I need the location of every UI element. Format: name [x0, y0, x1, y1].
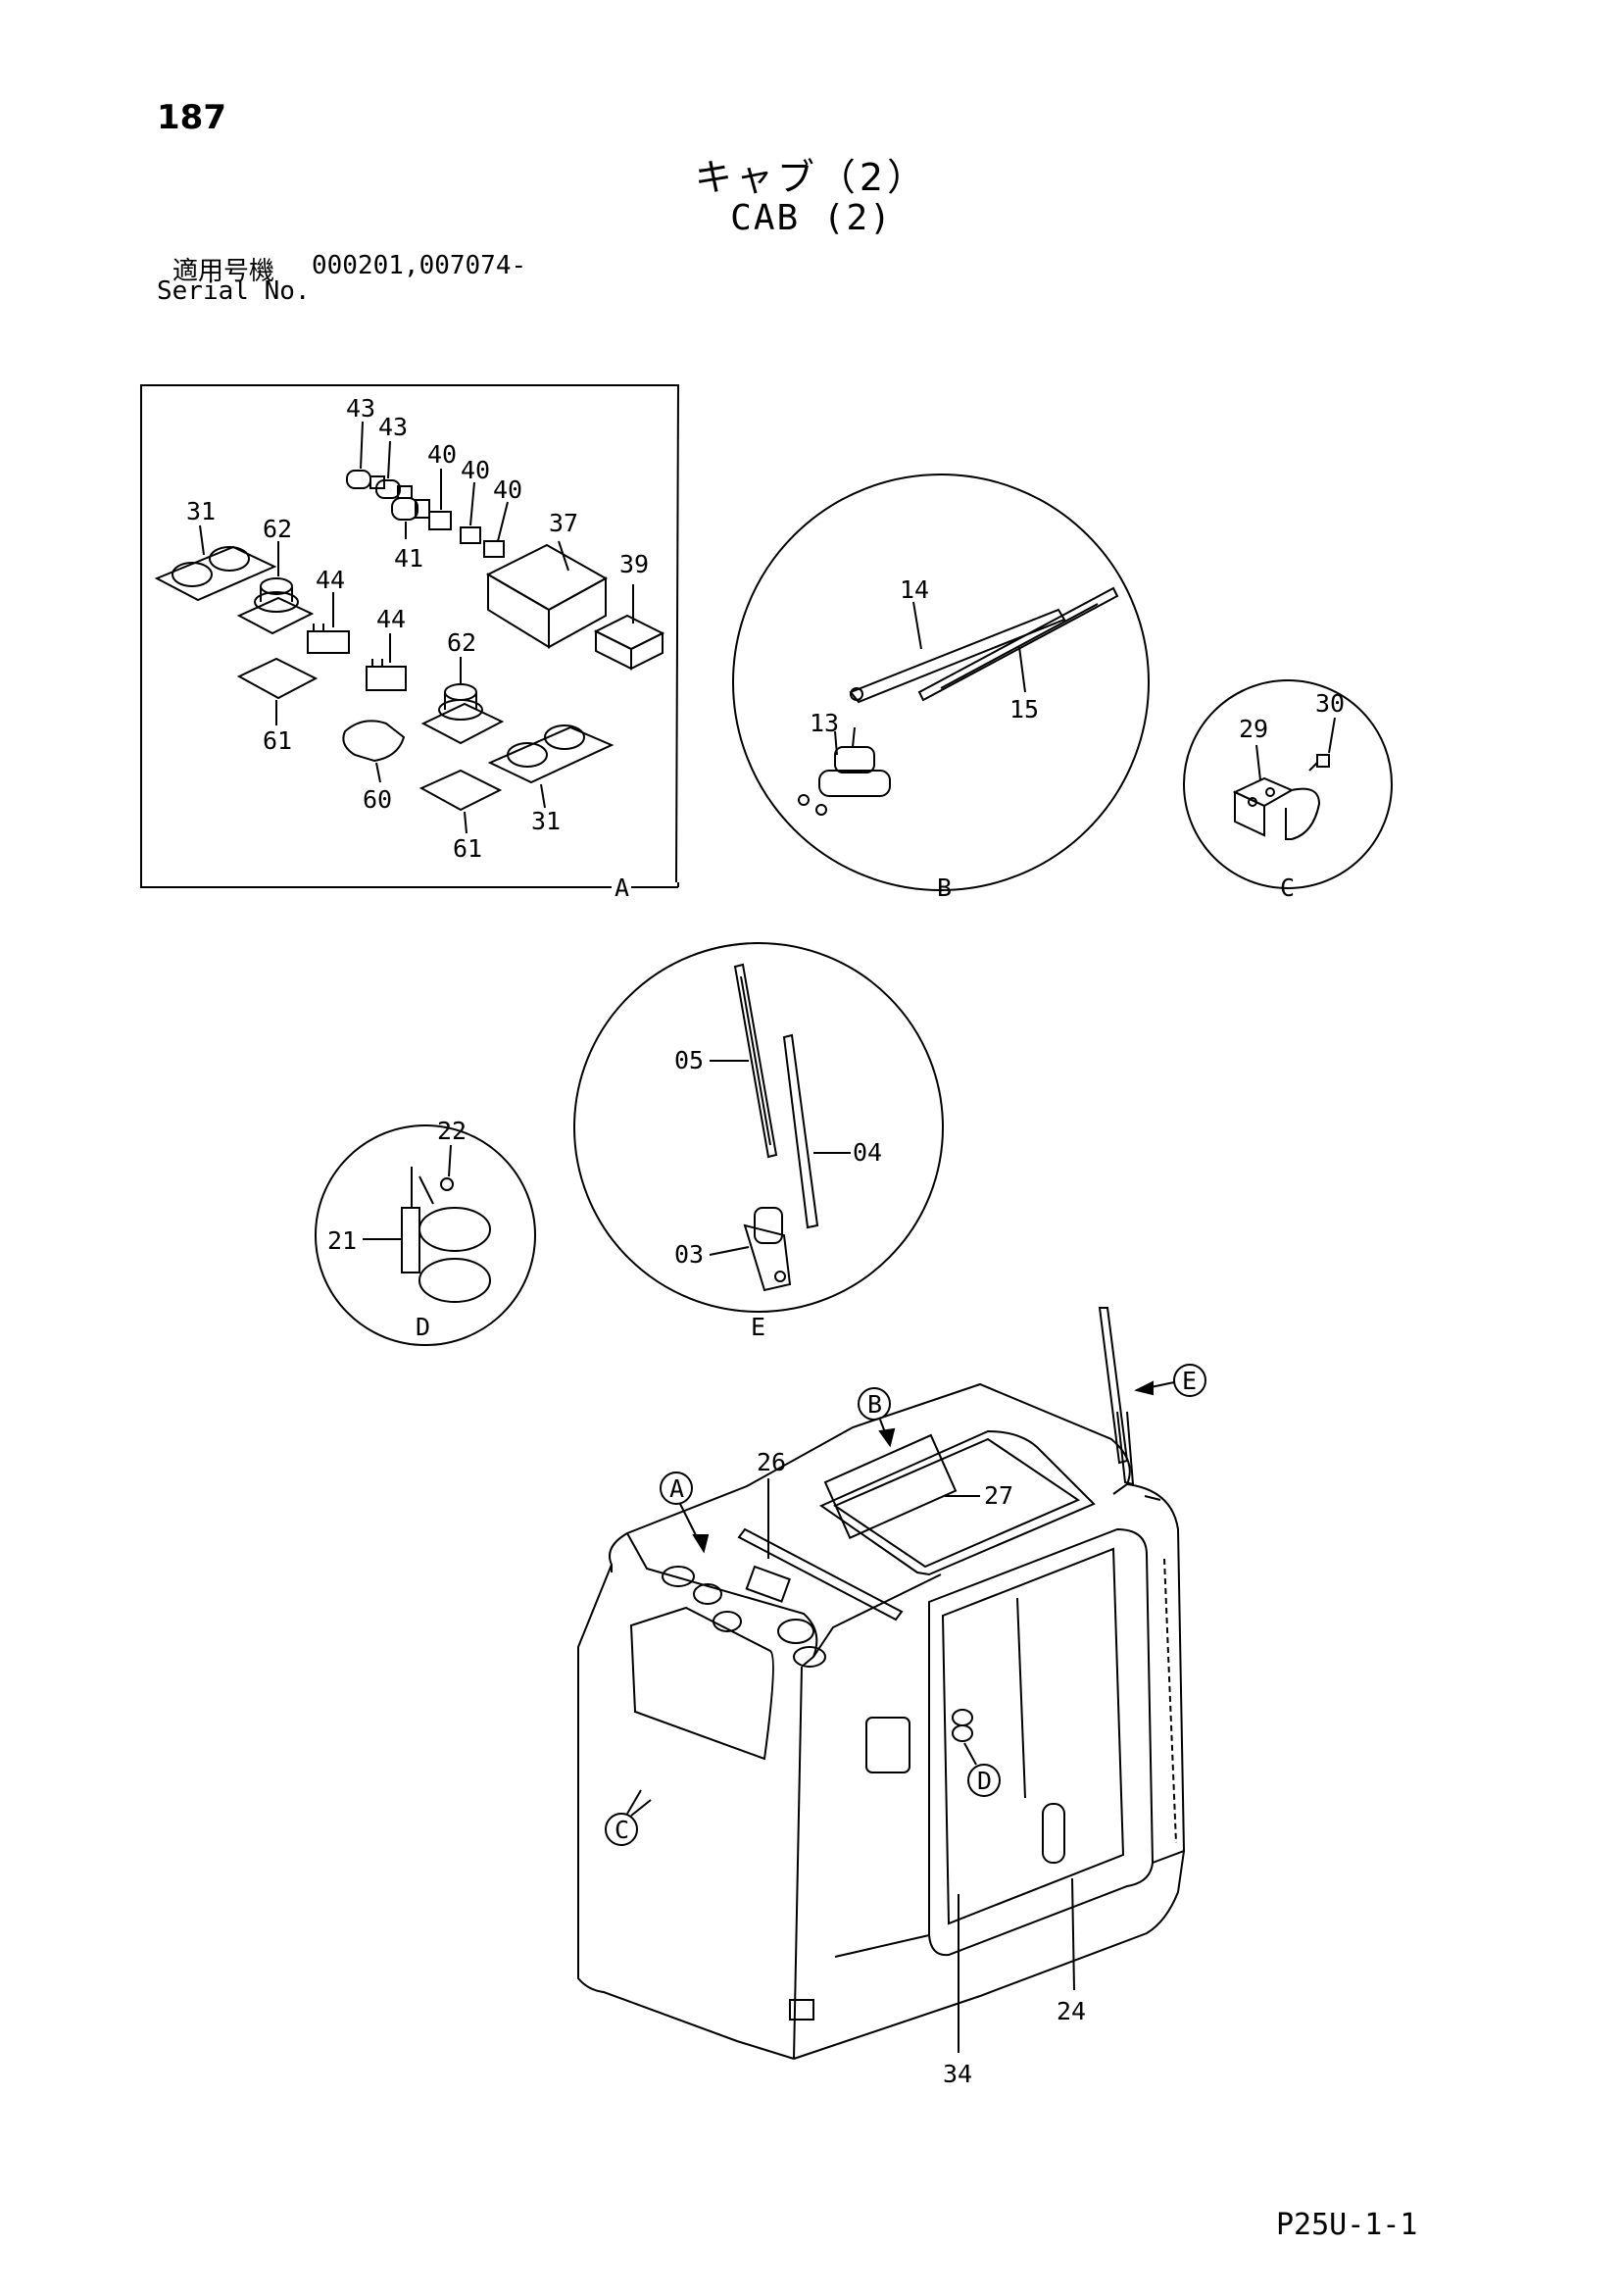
- wiper-motor-part: [743, 1207, 792, 1292]
- detail-tag-e-label: E: [751, 1313, 765, 1341]
- callout-40c: 40: [493, 475, 522, 504]
- switch-part: [428, 511, 505, 558]
- controller-box-part: [485, 543, 609, 649]
- detail-tag-c-label: C: [1280, 873, 1295, 902]
- callout-05: 05: [674, 1046, 704, 1074]
- callout-03: 03: [674, 1240, 704, 1269]
- title-english: CAB (2): [730, 198, 893, 238]
- callout-44a: 44: [316, 566, 345, 594]
- cover-part: [342, 720, 406, 763]
- callout-15: 15: [1009, 695, 1039, 724]
- cab-tag-a: A: [660, 1472, 710, 1554]
- detail-tag-d-label: D: [416, 1313, 430, 1341]
- detail-tag-b-label: B: [937, 873, 952, 902]
- connector-part: [366, 659, 407, 691]
- detail-e-circle: E 05 04 03: [573, 942, 944, 1341]
- holder-bracket-part: [401, 1167, 434, 1273]
- callout-24: 24: [1057, 1997, 1086, 2025]
- cab-tag-d: D: [963, 1742, 1001, 1797]
- serial-label-english: Serial No.: [157, 276, 311, 306]
- callout-34: 34: [943, 2060, 972, 2088]
- callout-13: 13: [810, 709, 839, 737]
- detail-c-circle: C 29 30: [1183, 679, 1393, 902]
- bolt-part: [1308, 754, 1330, 772]
- callout-40b: 40: [461, 456, 490, 484]
- callout-43a: 43: [346, 394, 375, 423]
- callout-61b: 61: [453, 834, 482, 863]
- callout-22: 22: [437, 1117, 467, 1145]
- callout-29: 29: [1239, 715, 1268, 743]
- callout-30: 30: [1315, 689, 1345, 718]
- speaker-part: [420, 683, 505, 745]
- plug-part: [346, 470, 413, 499]
- connector-part: [307, 624, 350, 654]
- cab-tag-e: E: [1134, 1364, 1206, 1397]
- callout-62b: 62: [447, 628, 476, 657]
- callout-60: 60: [363, 785, 392, 814]
- title-japanese: キャブ（2）: [694, 156, 929, 199]
- speaker-part: [236, 577, 315, 635]
- speaker-grill-part: [487, 724, 615, 784]
- cab-tag-b-label: B: [867, 1390, 882, 1419]
- detail-b-circle: B 14 15 13: [732, 474, 1150, 902]
- page-code: P25U-1-1: [1276, 2208, 1418, 2242]
- detail-tag-a-label: A: [615, 873, 629, 902]
- detail-a-panel: A 43 43 41 40 40 40: [140, 384, 680, 902]
- wiper-arm-part: [782, 1033, 819, 1229]
- callout-43b: 43: [378, 413, 408, 441]
- ring-holder-part: [418, 1207, 491, 1303]
- cab-tag-c-label: C: [615, 1816, 629, 1844]
- cab-tag-d-label: D: [977, 1767, 992, 1795]
- relay-box-part: [593, 614, 665, 671]
- knob-part: [391, 497, 430, 521]
- callout-37: 37: [549, 509, 578, 537]
- callout-62a: 62: [263, 515, 292, 543]
- callout-31a: 31: [186, 497, 216, 525]
- callout-40a: 40: [427, 440, 457, 469]
- cab-tag-b: B: [858, 1387, 896, 1448]
- callout-61a: 61: [263, 726, 292, 755]
- detail-d-circle: D 22 21: [315, 1117, 536, 1346]
- callout-44b: 44: [376, 605, 406, 633]
- wiper-motor-part: [798, 726, 891, 816]
- gasket-plate-part: [418, 769, 503, 812]
- callout-27: 27: [984, 1481, 1013, 1510]
- page-number: 187: [157, 98, 226, 137]
- cab-tag-c: C: [605, 1789, 652, 1846]
- serial-number-value: 000201,007074-: [312, 251, 527, 280]
- gasket-plate-part: [236, 657, 319, 700]
- cab-tag-e-label: E: [1182, 1367, 1197, 1395]
- speaker-grill-part: [154, 545, 277, 602]
- wiper-blade-part: [733, 963, 778, 1159]
- callout-04: 04: [853, 1138, 882, 1167]
- cab-assembly: [577, 1307, 1186, 2060]
- callout-14: 14: [900, 575, 929, 604]
- callout-26: 26: [757, 1448, 786, 1476]
- wiper-arm-part: [849, 608, 1066, 704]
- screw-part: [440, 1177, 454, 1191]
- callout-39: 39: [619, 550, 649, 578]
- bracket-part: [1232, 776, 1321, 840]
- serial-label-japanese: 適用号機: [172, 257, 275, 286]
- callout-21: 21: [327, 1226, 357, 1255]
- callout-41: 41: [394, 544, 423, 573]
- callout-31b: 31: [531, 807, 561, 835]
- wiper-blade-part: [917, 586, 1119, 702]
- cab-tag-a-label: A: [669, 1474, 684, 1503]
